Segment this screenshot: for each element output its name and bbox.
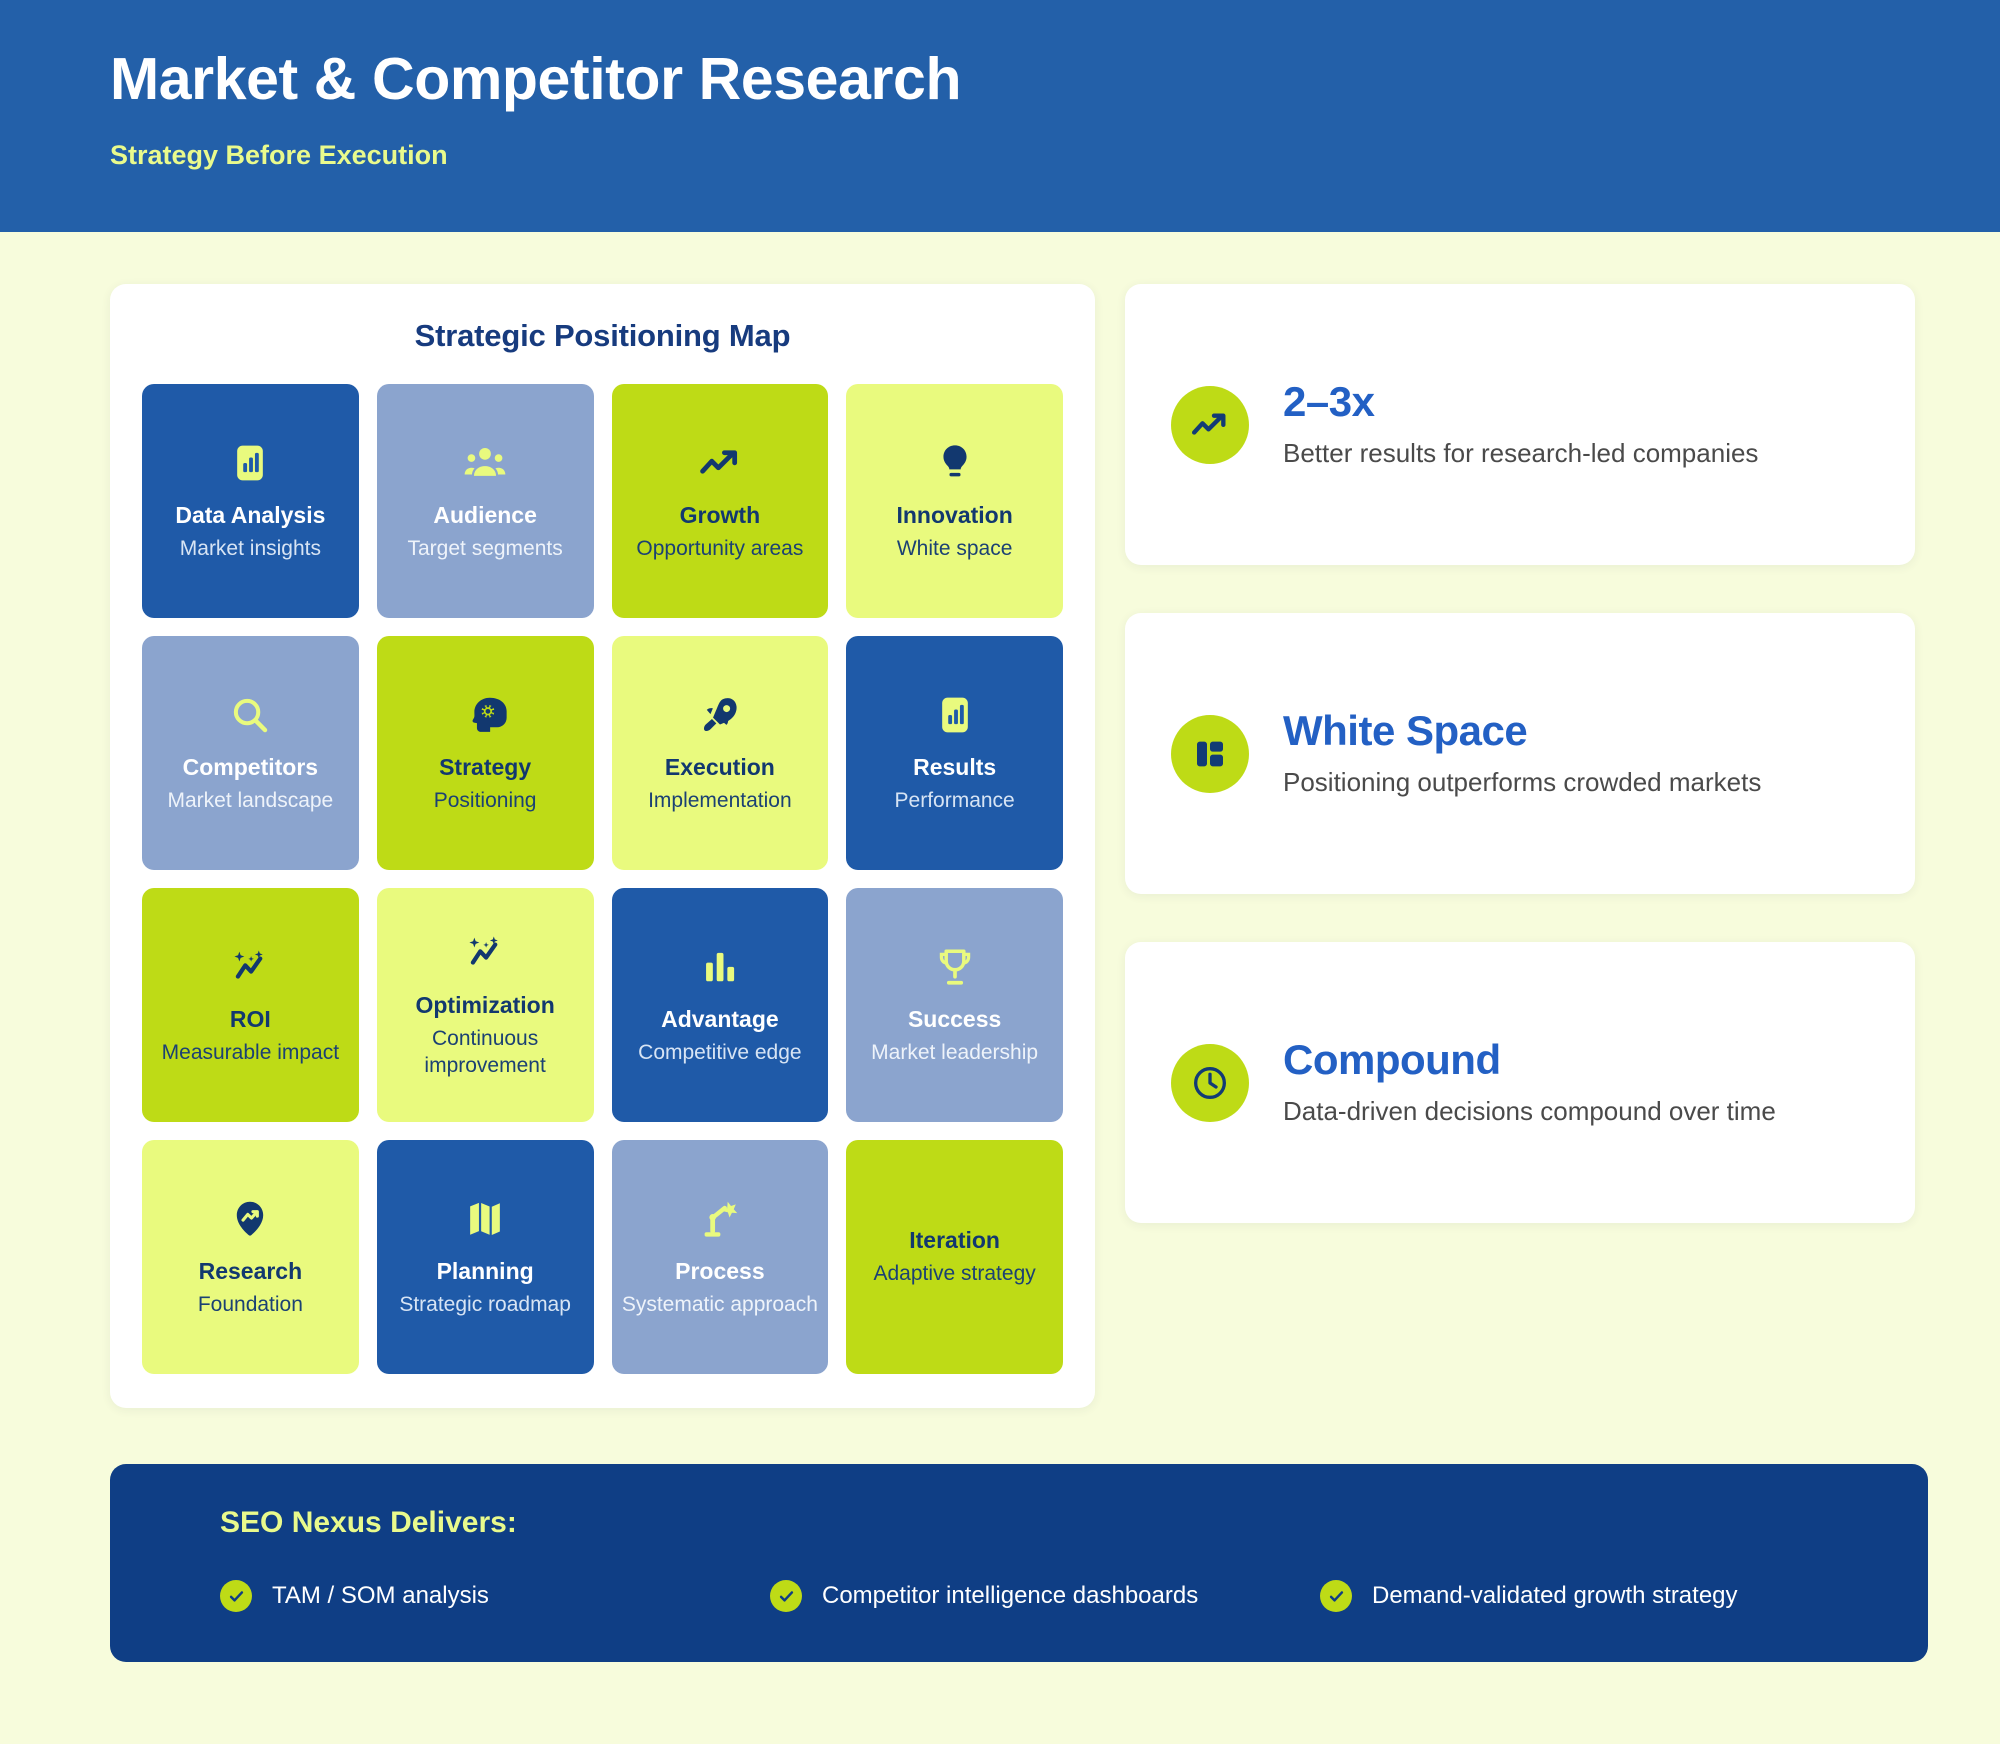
tile-label: Audience (433, 501, 537, 528)
tile-sublabel: Positioning (433, 788, 537, 812)
page-title: Market & Competitor Research (110, 46, 962, 112)
bar-chart-document-icon (228, 440, 272, 486)
tile-label: Results (913, 753, 997, 780)
magnifier-icon (228, 692, 272, 738)
sparkle-trend-icon (463, 930, 507, 976)
tile-sublabel: White space (896, 536, 1013, 560)
tile-label: Execution (664, 753, 775, 780)
stat-value: Compound (1283, 1035, 1501, 1083)
tile-sublabel: Market landscape (167, 788, 334, 812)
tile-label: Advantage (661, 1005, 779, 1032)
tile-label: Iteration (909, 1226, 1000, 1253)
deliver-item: Competitor intelligence dashboards (770, 1580, 1320, 1612)
stat-description: Positioning outperforms crowded markets (1283, 766, 1762, 797)
page-subtitle: Strategy Before Execution (110, 139, 448, 170)
tile-sublabel: Strategic roadmap (399, 1292, 571, 1316)
tile-label: Planning (436, 1257, 534, 1284)
check-icon (1320, 1580, 1352, 1612)
delivers-title: SEO Nexus Delivers: (220, 1506, 517, 1539)
layout-panels-icon (1171, 714, 1249, 793)
tile-sublabel: Competitive edge (638, 1040, 802, 1064)
tile-label: Process (675, 1257, 765, 1284)
tile-label: Innovation (896, 501, 1013, 528)
tile-sublabel: Market leadership (871, 1040, 1039, 1064)
deliver-item: Demand-validated growth strategy (1320, 1580, 1868, 1612)
tile-label: Growth (679, 501, 761, 528)
tile-sublabel: Foundation (197, 1292, 303, 1316)
tile-sublabel: Market insights (179, 536, 321, 560)
delivers-bar: SEO Nexus Delivers: TAM / SOM analysis Co… (110, 1464, 1928, 1662)
stat-value: White Space (1283, 706, 1528, 754)
tile-label: Research (198, 1257, 303, 1284)
deliver-label: Demand-validated growth strategy (1372, 1582, 1738, 1610)
tile-sublabel: Opportunity areas (636, 536, 804, 560)
stat-description: Better results for research-led companie… (1283, 437, 1759, 468)
tile-sublabel: Performance (894, 788, 1015, 812)
delivers-list: TAM / SOM analysis Competitor intelligenc… (110, 1580, 1928, 1612)
tile-sublabel: Measurable impact (161, 1040, 340, 1064)
tile-label: Optimization (415, 992, 555, 1019)
trophy-icon (933, 944, 977, 990)
deliver-item: TAM / SOM analysis (220, 1580, 770, 1612)
robot-arm-icon (698, 1196, 742, 1242)
bar-chart-document-icon (933, 692, 977, 738)
trending-up-icon (698, 440, 742, 486)
check-icon (220, 1580, 252, 1612)
stat-description: Data-driven decisions compound over time (1283, 1095, 1776, 1126)
check-icon (770, 1580, 802, 1612)
tile-label: ROI (229, 1005, 271, 1032)
tile-sublabel: Systematic approach (621, 1292, 818, 1316)
clock-icon (1171, 1043, 1249, 1122)
tile-sublabel: Adaptive strategy (873, 1261, 1036, 1285)
people-group-icon (463, 440, 507, 486)
tile-sublabel: Target segments (407, 536, 563, 560)
tile-label: Success (907, 1005, 1002, 1032)
trending-up-icon (1171, 385, 1249, 464)
trend-circle-icon (228, 1196, 272, 1242)
tile-label: Data Analysis (175, 501, 326, 528)
stat-value: 2–3x (1283, 377, 1375, 425)
deliver-label: TAM / SOM analysis (272, 1582, 489, 1610)
lightbulb-icon (933, 440, 977, 486)
map-icon (463, 1196, 507, 1242)
sparkle-trend-icon (228, 944, 272, 990)
map-title: Strategic Positioning Map (414, 318, 791, 353)
tile-label: Competitors (182, 753, 319, 780)
bar-columns-icon (698, 944, 742, 990)
tile-label: Strategy (439, 753, 532, 780)
rocket-icon (698, 692, 742, 738)
deliver-label: Competitor intelligence dashboards (822, 1582, 1199, 1610)
tile-sublabel: Continuous improvement (424, 1027, 546, 1078)
map-tile-roi[interactable]: ROI Measurable impact (142, 888, 359, 1122)
head-gear-icon (463, 692, 507, 738)
tile-sublabel: Implementation (648, 788, 792, 812)
page-header: Market & Competitor Research Strategy Be… (0, 0, 2000, 232)
